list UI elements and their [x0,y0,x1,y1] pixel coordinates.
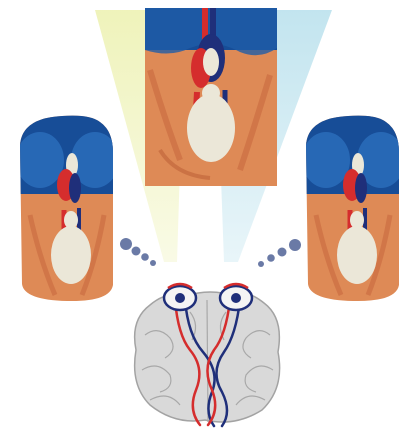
trail-dot [132,247,141,256]
trail-dot [120,238,132,250]
trail-dot [141,253,149,261]
left-dot-trail [120,238,156,266]
brain-icon [135,292,280,426]
trail-dot [258,261,264,267]
top-image-panel [145,8,277,186]
right-eye-icon [220,284,252,310]
trail-dot [267,254,275,262]
trail-dot [278,248,287,257]
left-image-panel [16,110,119,305]
right-image-panel [302,110,403,305]
right-dot-trail [258,239,301,267]
trail-dot [150,260,156,266]
trail-dot [289,239,301,251]
left-eye-icon [164,284,196,310]
